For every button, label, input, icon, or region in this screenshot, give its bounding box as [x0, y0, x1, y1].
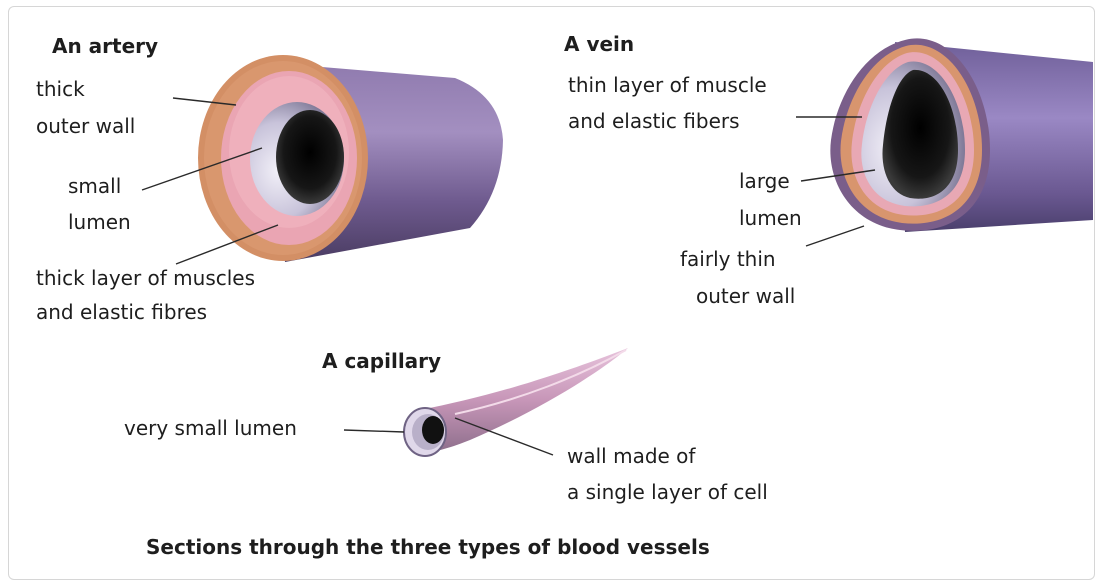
artery-heading: An artery: [52, 32, 158, 61]
capillary-lumen-label: very small lumen: [124, 414, 297, 443]
vein-muscle-label-line2: and elastic fibers: [568, 107, 740, 136]
figure-caption: Sections through the three types of bloo…: [146, 533, 710, 562]
artery-lumen-label-line2: lumen: [68, 208, 131, 237]
artery-muscle-label-line1: thick layer of muscles: [36, 264, 255, 293]
vein-outer-wall-label-line2: outer wall: [696, 282, 795, 311]
vein-lumen-label-line2: lumen: [739, 204, 802, 233]
capillary-wall-label-line2: a single layer of cell: [567, 478, 768, 507]
vein-lumen-label-line1: large: [739, 167, 790, 196]
artery-outer-wall-label-line2: outer wall: [36, 112, 135, 141]
capillary-heading: A capillary: [322, 347, 441, 376]
vein-illustration: [830, 38, 1093, 232]
artery-lumen: [276, 110, 344, 204]
vein-outer-wall-label-line1: fairly thin: [680, 245, 776, 274]
artery-muscle-label-line2: and elastic fibres: [36, 298, 207, 327]
artery-outer-wall-label-line1: thick: [36, 75, 85, 104]
vein-muscle-label-line1: thin layer of muscle: [568, 71, 767, 100]
capillary-tube: [420, 348, 628, 452]
vein-heading: A vein: [564, 30, 634, 59]
artery-lumen-label-line1: small: [68, 172, 121, 201]
capillary-wall-label-line1: wall made of: [567, 442, 695, 471]
artery-illustration: [198, 55, 503, 262]
capillary-lumen: [422, 416, 444, 444]
